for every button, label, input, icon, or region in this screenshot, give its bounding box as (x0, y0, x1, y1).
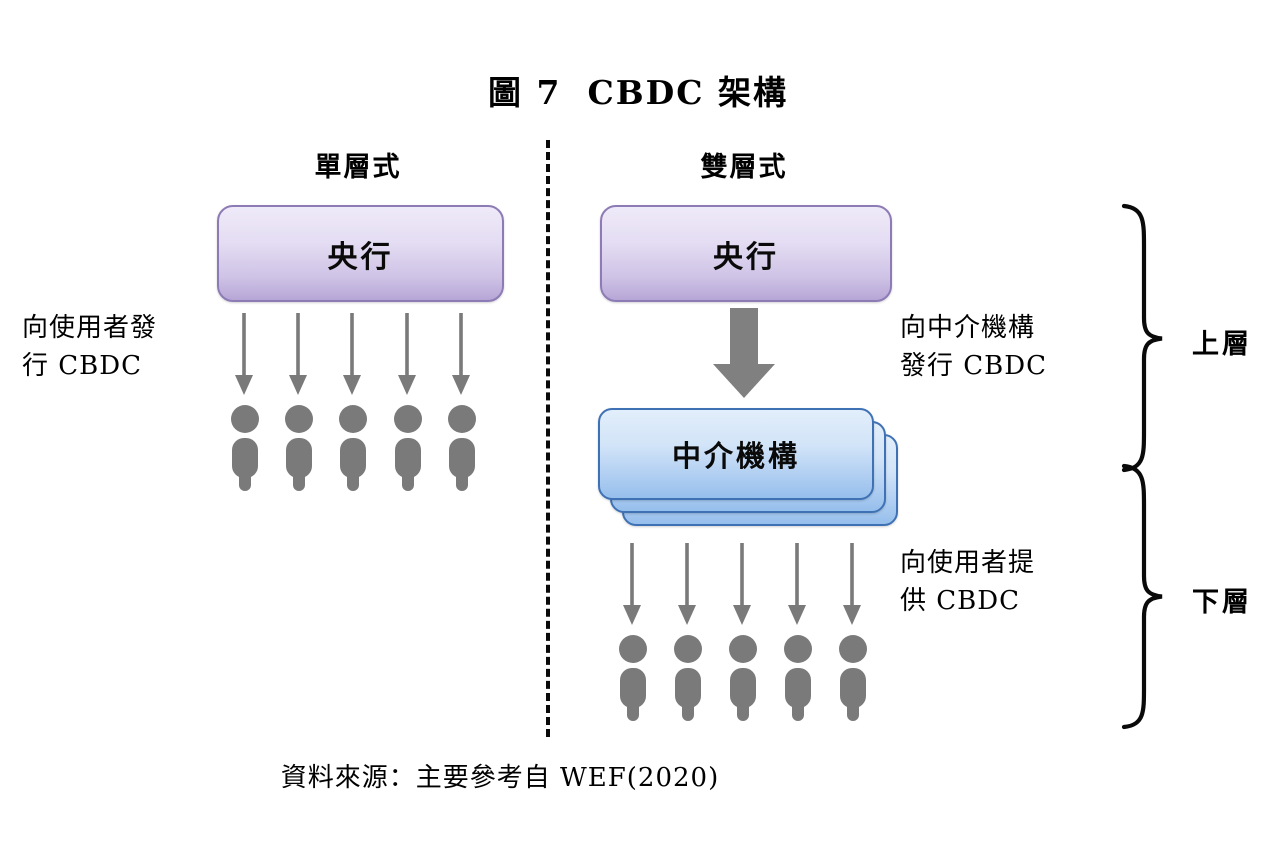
flow-label-lower-tier-line2: 供 CBDC (900, 585, 1021, 616)
brace-label-lower-tier: 下層 (1192, 587, 1252, 618)
column-header-single-tier: 單層式 (314, 152, 402, 183)
central-bank-box-two-tier: 央行 (600, 205, 892, 302)
distribution-arrow-icon (786, 543, 808, 627)
flow-label-single-tier: 向使用者發 行 CBDC (22, 310, 252, 385)
user-person-icon (836, 635, 870, 721)
user-person-icon (445, 405, 479, 491)
user-person-icon (391, 405, 425, 491)
flow-label-upper-tier-line2: 發行 CBDC (900, 350, 1048, 381)
flow-label-lower-tier: 向使用者提 供 CBDC (900, 545, 1130, 620)
distribution-arrow-icon (621, 543, 643, 627)
brace-label-upper-tier: 上層 (1192, 329, 1252, 360)
user-person-icon (282, 405, 316, 491)
distribution-arrow-icon (676, 543, 698, 627)
intermediary-box-stack: 中介機構 (598, 408, 908, 534)
brace-lower-tier-icon (1118, 460, 1178, 736)
user-person-icon (336, 405, 370, 491)
flow-label-upper-tier-line1: 向中介機構 (900, 313, 1036, 343)
central-bank-box-single-tier: 央行 (217, 205, 504, 302)
intermediary-box-front: 中介機構 (598, 408, 874, 500)
issuance-arrow-icon (341, 313, 363, 397)
source-note: 資料來源：主要參考自 WEF(2020) (280, 763, 720, 793)
issuance-arrow-icon (233, 313, 255, 397)
user-person-icon (781, 635, 815, 721)
issuance-arrow-icon (287, 313, 309, 397)
panel-divider (546, 140, 550, 737)
flow-label-single-tier-line2: 行 CBDC (22, 350, 143, 381)
figure-title: 圖 7 CBDC 架構 (0, 66, 1276, 114)
central-bank-label-single-tier: 央行 (327, 239, 394, 275)
user-person-icon (616, 635, 650, 721)
issuance-arrow-icon (450, 313, 472, 397)
flow-label-single-tier-line1: 向使用者發 (22, 313, 158, 343)
intermediary-label: 中介機構 (671, 439, 800, 473)
column-header-two-tier: 雙層式 (700, 152, 788, 183)
flow-label-lower-tier-line1: 向使用者提 (900, 548, 1036, 578)
block-arrow-icon (712, 308, 776, 404)
user-person-icon (726, 635, 760, 721)
flow-label-upper-tier: 向中介機構 發行 CBDC (900, 310, 1130, 385)
user-person-icon (671, 635, 705, 721)
distribution-arrow-icon (841, 543, 863, 627)
issuance-arrow-icon (396, 313, 418, 397)
figure-title-text: CBDC 架構 (587, 73, 788, 112)
brace-upper-tier-icon (1118, 200, 1178, 479)
distribution-arrow-icon (731, 543, 753, 627)
figure-title-number: 圖 7 (488, 73, 562, 112)
user-person-icon (228, 405, 262, 491)
central-bank-label-two-tier: 央行 (713, 239, 779, 275)
